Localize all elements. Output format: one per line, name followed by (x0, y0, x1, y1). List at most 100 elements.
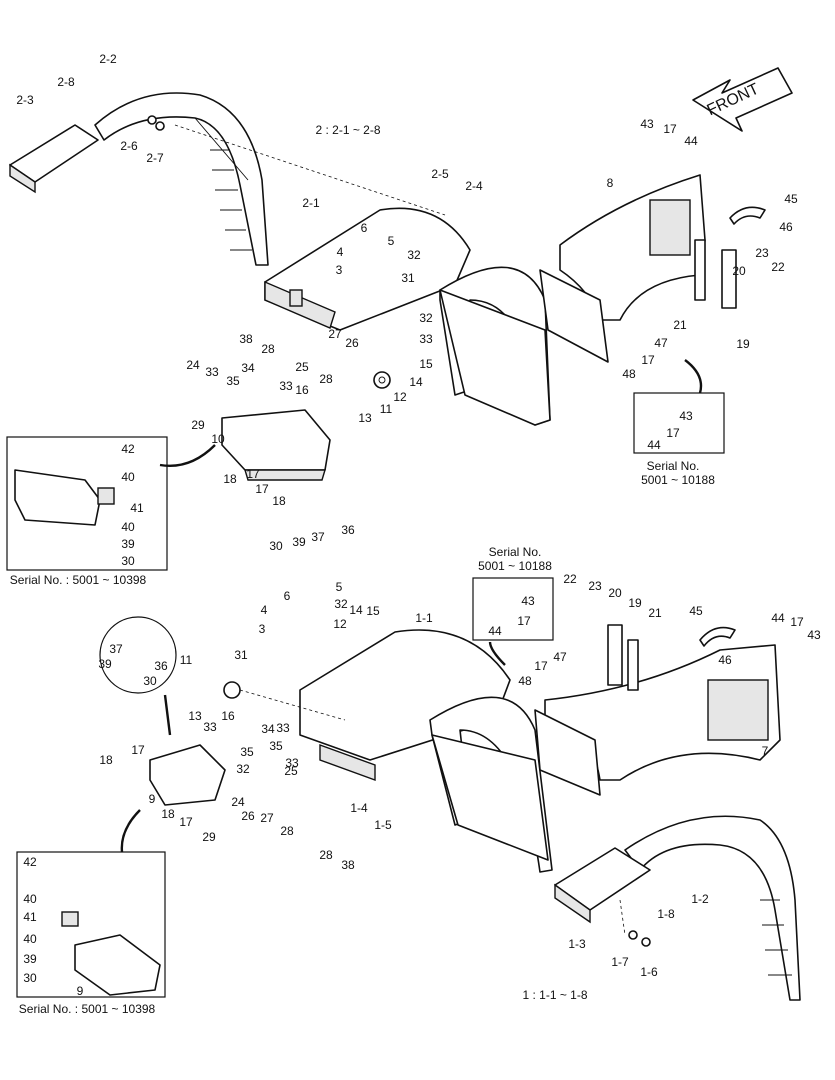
part-label: 44 (647, 438, 661, 452)
part-label: 31 (234, 648, 248, 662)
part-label: 29 (202, 830, 216, 844)
part-label: 29 (191, 418, 205, 432)
part-label: 37 (109, 642, 123, 656)
part-label: 39 (292, 535, 306, 549)
handle-45 (729, 206, 766, 225)
fender-cap-1-3 (554, 847, 651, 924)
mud-panel-upper (439, 289, 551, 426)
part-label: 3 (259, 622, 266, 636)
part-label: 17 (666, 426, 680, 440)
part-label: 14 (349, 603, 363, 617)
part-label: 40 (121, 470, 135, 484)
handle-45-lower (699, 626, 736, 647)
part-label: 34 (261, 722, 275, 736)
part-label: 20 (608, 586, 622, 600)
part-label: 2-3 (16, 93, 34, 107)
part-label: 24 (231, 795, 245, 809)
part-label: 1-7 (611, 955, 629, 969)
part-label: 21 (648, 606, 662, 620)
bracket-21 (694, 239, 706, 301)
part-label: 13 (188, 709, 202, 723)
part-label: 1-3 (568, 937, 586, 951)
serial-caption-left-lower: Serial No. : 5001 ~ 10398 (19, 1002, 156, 1016)
group-caption-upper: 2 : 2-1 ~ 2-8 (315, 123, 380, 137)
part-label: 7 (762, 744, 769, 758)
part-label: 30 (23, 971, 37, 985)
part-label: 18 (272, 494, 286, 508)
part-label: 16 (221, 709, 235, 723)
part-label: 28 (319, 848, 333, 862)
part-label: 18 (223, 472, 237, 486)
part-label: 39 (98, 657, 112, 671)
part-label: 2-6 (120, 139, 138, 153)
part-label: 30 (143, 674, 157, 688)
part-label: 35 (226, 374, 240, 388)
part-label: 42 (23, 855, 37, 869)
part-label: 15 (366, 604, 380, 618)
part-label: 1-2 (691, 892, 709, 906)
part-label: 44 (771, 611, 785, 625)
part-label: 19 (628, 596, 642, 610)
part-label: 43 (807, 628, 821, 642)
part-label: 2-8 (57, 75, 75, 89)
pulley-11-lower (223, 681, 241, 699)
part-label: 48 (622, 367, 636, 381)
part-label: 9 (77, 984, 84, 998)
part-label: 47 (553, 650, 567, 664)
part-label: 41 (130, 501, 144, 515)
part-label: 1-6 (640, 965, 658, 979)
part-label: 12 (333, 617, 347, 631)
part-label: 1-1 (415, 611, 433, 625)
part-label: 31 (401, 271, 415, 285)
part-label: 26 (241, 809, 255, 823)
part-label: 33 (419, 332, 433, 346)
part-label: 28 (261, 342, 275, 356)
serial-caption-mid-lower-1: Serial No. (489, 545, 542, 559)
part-label: 38 (239, 332, 253, 346)
part-label: 25 (284, 764, 298, 778)
part-label: 42 (121, 442, 135, 456)
bolt-2-6 (147, 115, 157, 125)
part-label: 38 (341, 858, 355, 872)
inset-serial-right-upper (633, 392, 725, 454)
fender-front-7 (534, 644, 781, 796)
part-label: 44 (488, 624, 502, 638)
part-label: 33 (276, 721, 290, 735)
part-label: 32 (407, 248, 421, 262)
part-label: 20 (732, 264, 746, 278)
part-label: 17 (790, 615, 804, 629)
part-label: 40 (23, 932, 37, 946)
fender-main-1-1 (299, 629, 553, 873)
part-label: 11 (380, 402, 393, 416)
part-label: 5 (336, 580, 343, 594)
part-label: 2-7 (146, 151, 164, 165)
part-label: 47 (654, 336, 668, 350)
fender-cap-2-3 (9, 124, 99, 194)
part-label: 17 (255, 482, 269, 496)
part-label: 5 (388, 234, 395, 248)
bracket-10 (221, 409, 331, 481)
part-label: 3 (336, 263, 343, 277)
part-label: 43 (640, 117, 654, 131)
part-label: 15 (419, 357, 433, 371)
part-label: 30 (269, 539, 283, 553)
part-label: 41 (23, 910, 37, 924)
part-label: 17 (663, 122, 677, 136)
part-label: 13 (358, 411, 372, 425)
callout-arrow-mid-lower (488, 641, 506, 666)
part-label: 32 (236, 762, 250, 776)
fender-rear-2-2 (94, 92, 269, 266)
bracket-9 (149, 744, 226, 806)
part-label: 17 (641, 353, 655, 367)
part-label: 24 (186, 358, 200, 372)
part-label: 21 (673, 318, 687, 332)
fender-front-8 (539, 174, 706, 363)
part-label: 44 (684, 134, 698, 148)
part-label: 34 (241, 361, 255, 375)
callout-arrow-right-upper (684, 359, 703, 394)
part-label: 10 (211, 432, 225, 446)
pulley-11 (373, 371, 391, 389)
part-label: 45 (689, 604, 703, 618)
